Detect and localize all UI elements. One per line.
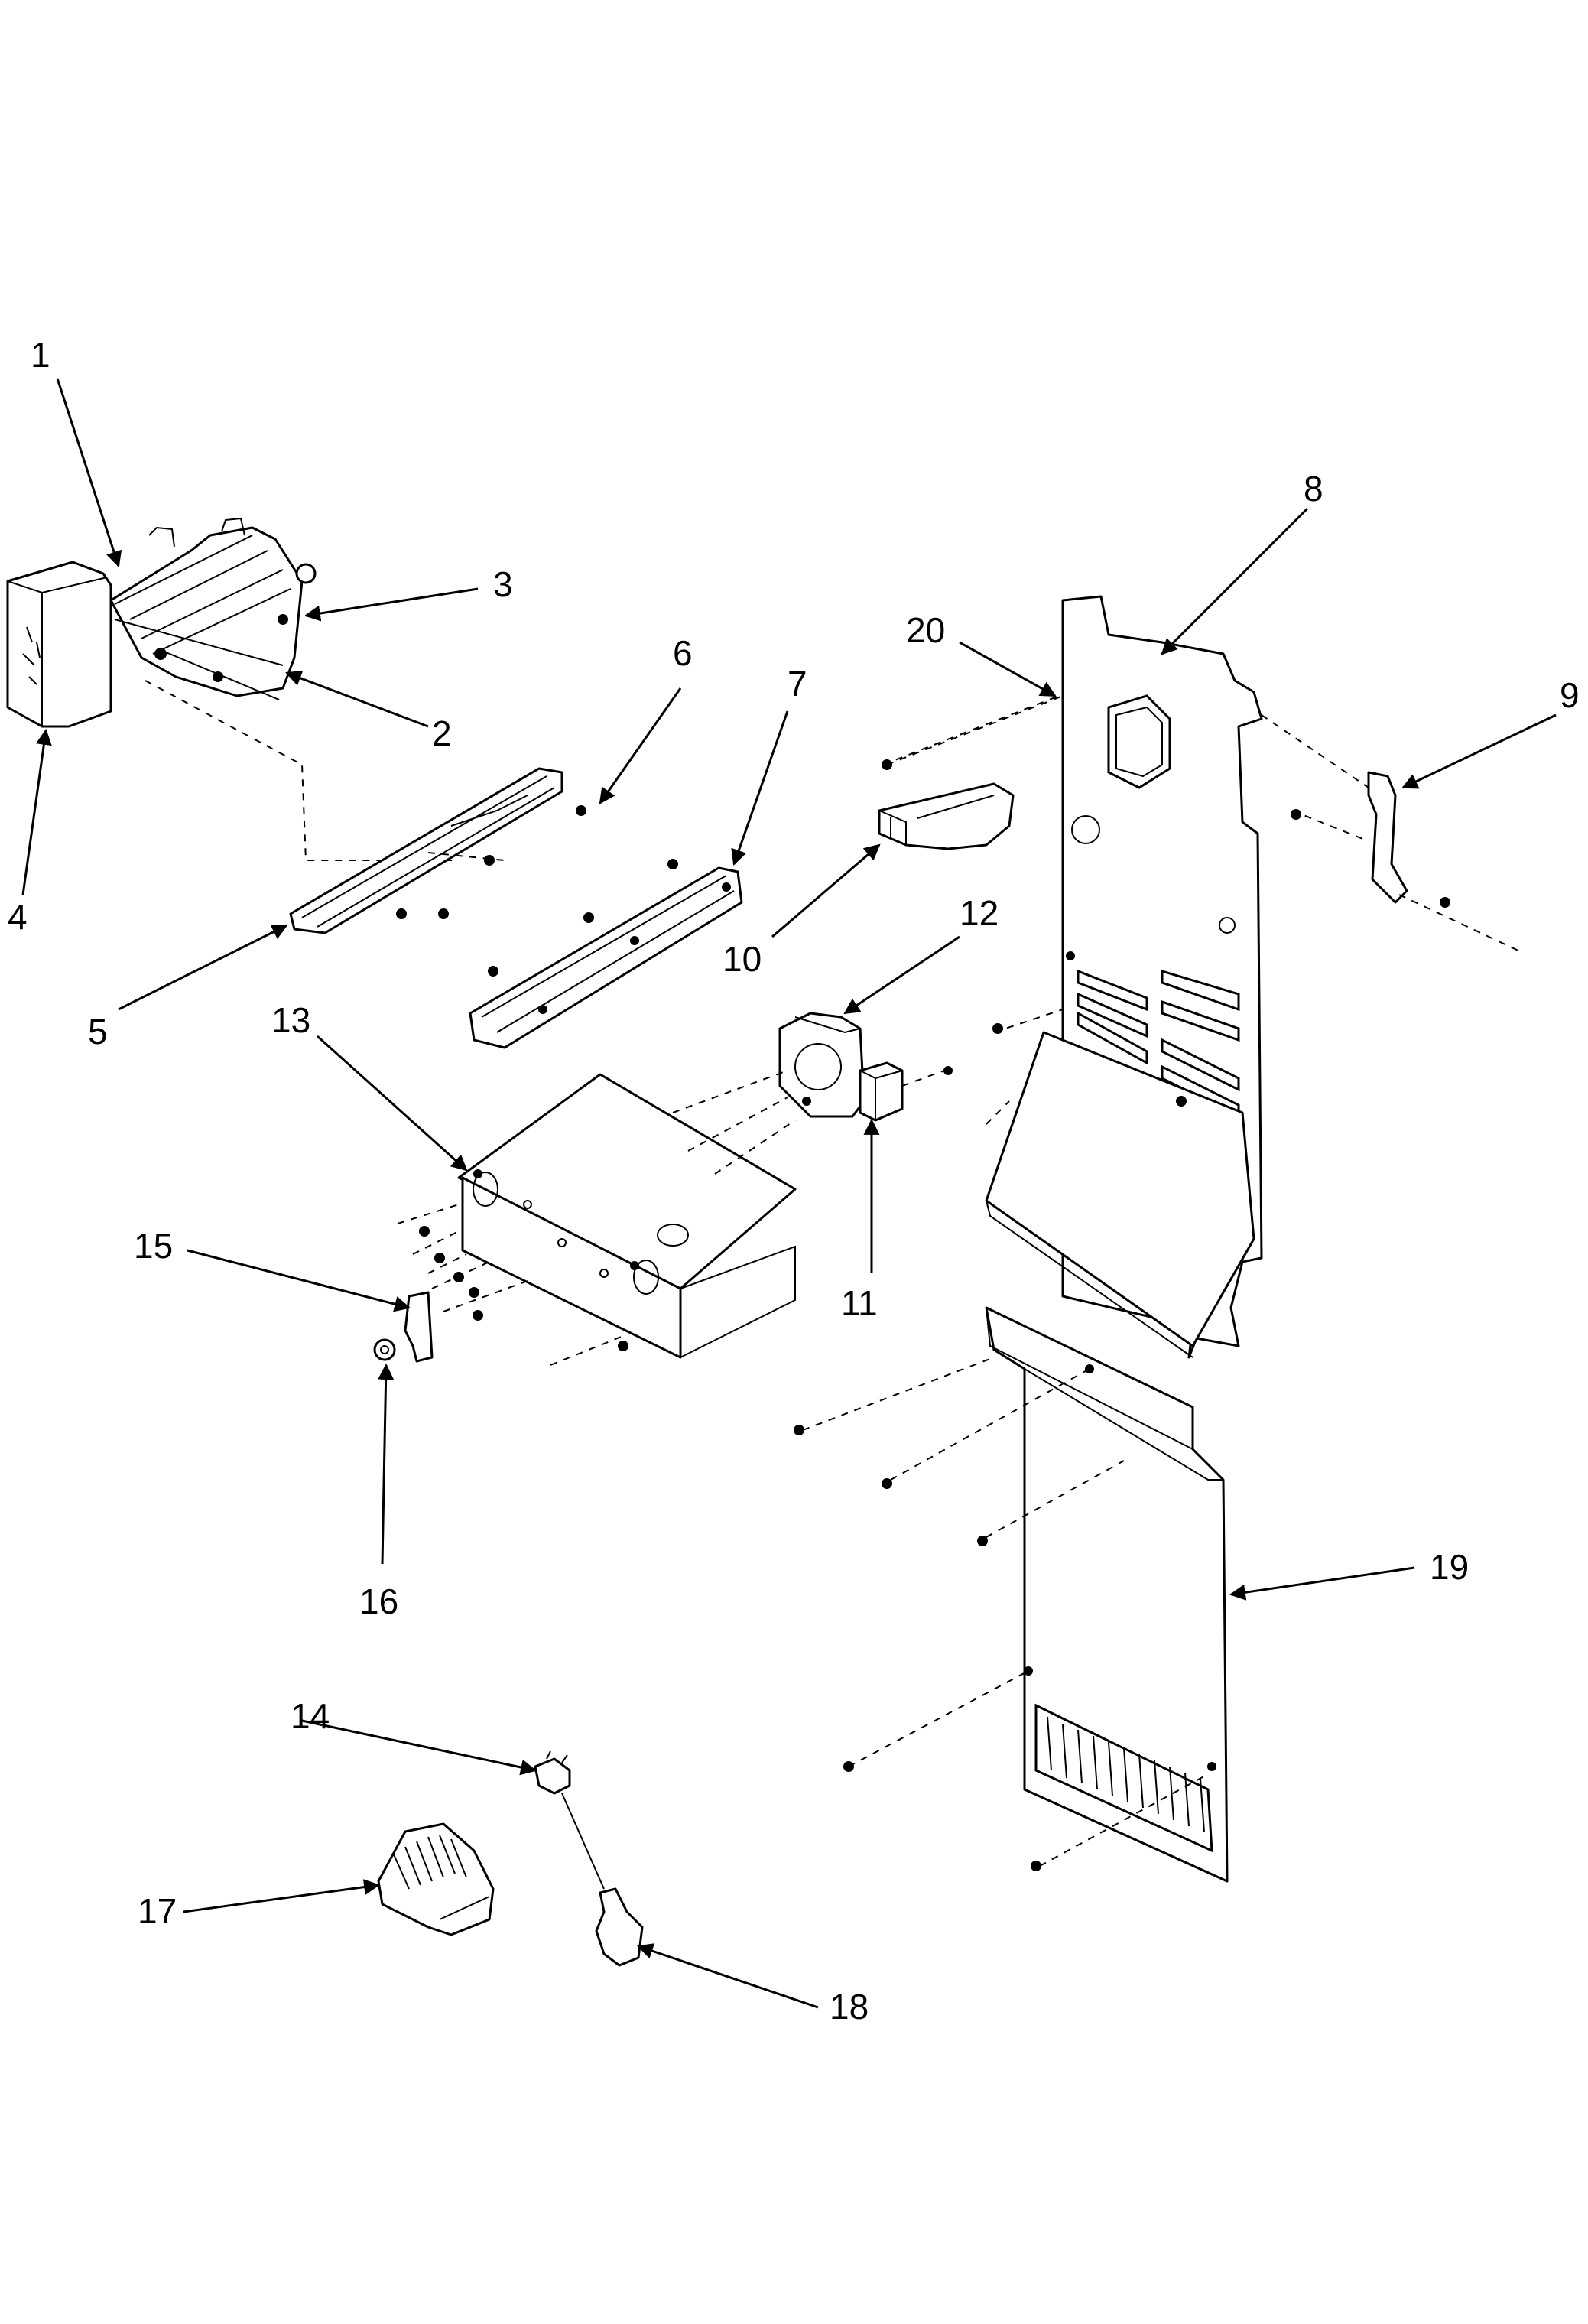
callout-3: 3 [493,564,513,604]
part-switch [859,1061,904,1122]
part-upper-panel [985,595,1263,1359]
part-light-socket [534,1750,571,1795]
callout-18: 18 [830,1987,869,2027]
callout-5: 5 [88,1012,108,1051]
callout-1: 1 [31,335,50,375]
part-rail-left [289,767,586,934]
part-ice-maker [6,517,317,728]
callout-6: 6 [673,633,693,673]
part-bracket [404,1291,434,1363]
part-nut [373,1338,396,1361]
part-lower-panel [985,1306,1229,1883]
callout-7: 7 [788,664,807,704]
callout-4: 4 [8,897,28,937]
callout-17: 17 [138,1891,177,1931]
part-rail-right [469,859,743,1049]
part-control-housing [457,1073,797,1359]
callout-20: 20 [906,610,945,650]
callout-16: 16 [359,1581,398,1621]
callout-9: 9 [1560,675,1580,715]
part-light-cover [377,1822,495,1936]
callout-2: 2 [432,713,452,753]
callout-19: 19 [1430,1547,1469,1587]
part-light-bulb [595,1887,644,1967]
callout-13: 13 [271,1000,310,1040]
part-duct [878,782,1015,850]
part-motor [778,1012,865,1118]
callout-15: 15 [134,1226,173,1266]
callout-12: 12 [960,893,999,933]
part-clip [1367,771,1408,904]
callout-10: 10 [723,939,762,979]
leader-lines [21,378,1557,2009]
callout-11: 11 [841,1283,878,1323]
callout-labels: 1 2 3 4 5 6 7 8 9 10 11 12 13 14 15 16 1… [8,335,1580,2027]
callout-14: 14 [291,1696,330,1736]
callout-8: 8 [1304,469,1323,509]
